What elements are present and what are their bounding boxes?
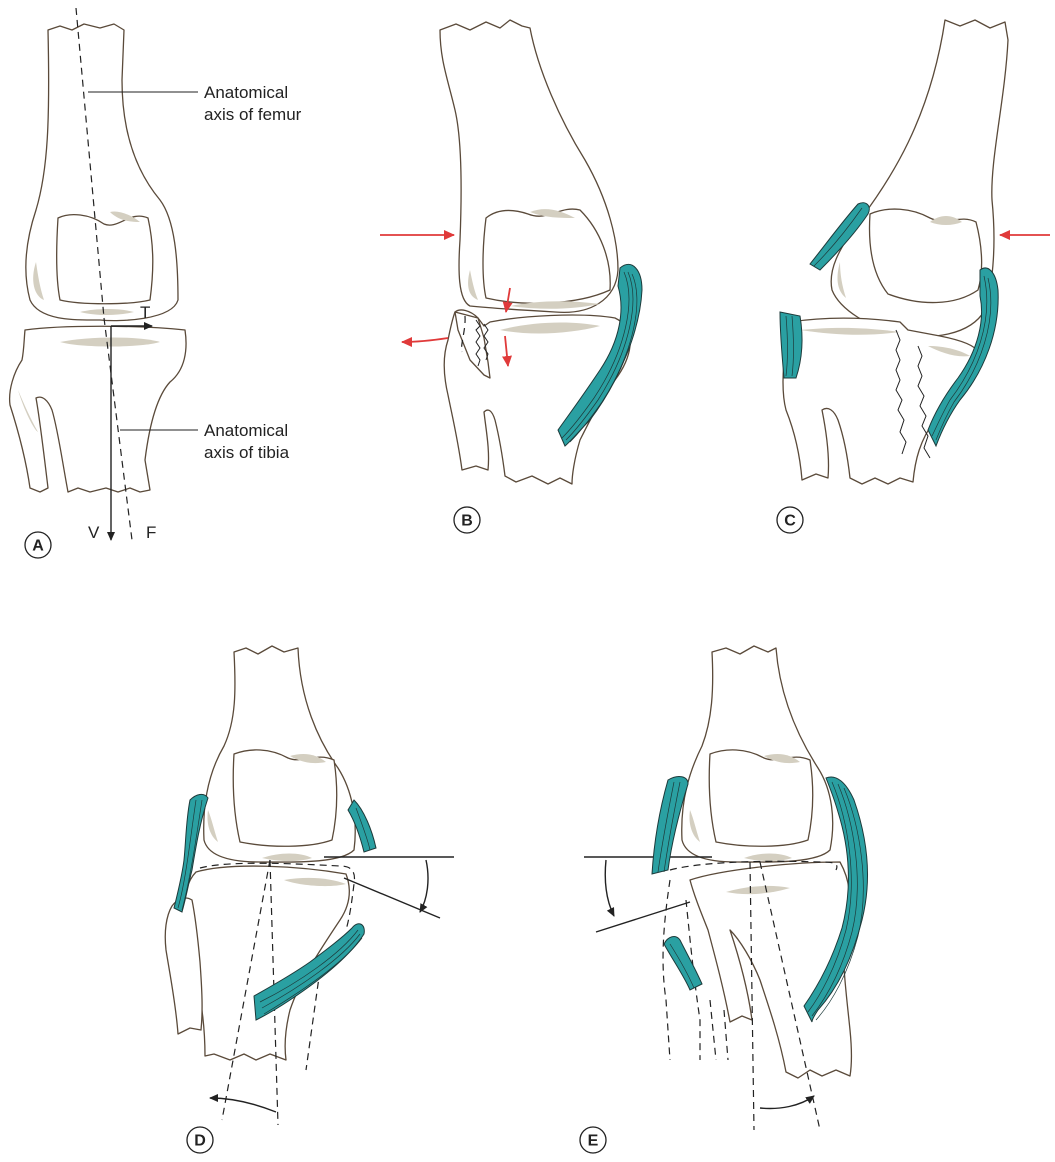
panel-c: C	[777, 20, 1050, 533]
panel-b-letter: B	[461, 513, 473, 530]
force-v-label: V	[88, 523, 100, 542]
femur-axis-label-line2: axis of femur	[204, 105, 302, 124]
force-f-label: F	[146, 523, 156, 542]
panel-a-letter: A	[32, 538, 44, 555]
panel-d: D	[165, 646, 454, 1153]
panel-d-letter: D	[194, 1133, 206, 1150]
femur-axis-label-line1: Anatomical	[204, 83, 288, 102]
tibia-axis-label-line1: Anatomical	[204, 421, 288, 440]
panel-a: Anatomical axis of femur Anatomical axis…	[10, 8, 302, 558]
force-t-label: T	[140, 303, 150, 322]
tibial-ligament	[780, 312, 802, 378]
panel-e-letter: E	[588, 1133, 599, 1150]
panel-c-letter: C	[784, 513, 796, 530]
panel-e: E	[580, 646, 868, 1153]
panel-b: B	[380, 20, 642, 533]
tibia-axis-label-line2: axis of tibia	[204, 443, 290, 462]
tibia-bone	[10, 326, 186, 492]
force-arrow	[402, 338, 448, 342]
tibial-ligament	[664, 937, 702, 990]
